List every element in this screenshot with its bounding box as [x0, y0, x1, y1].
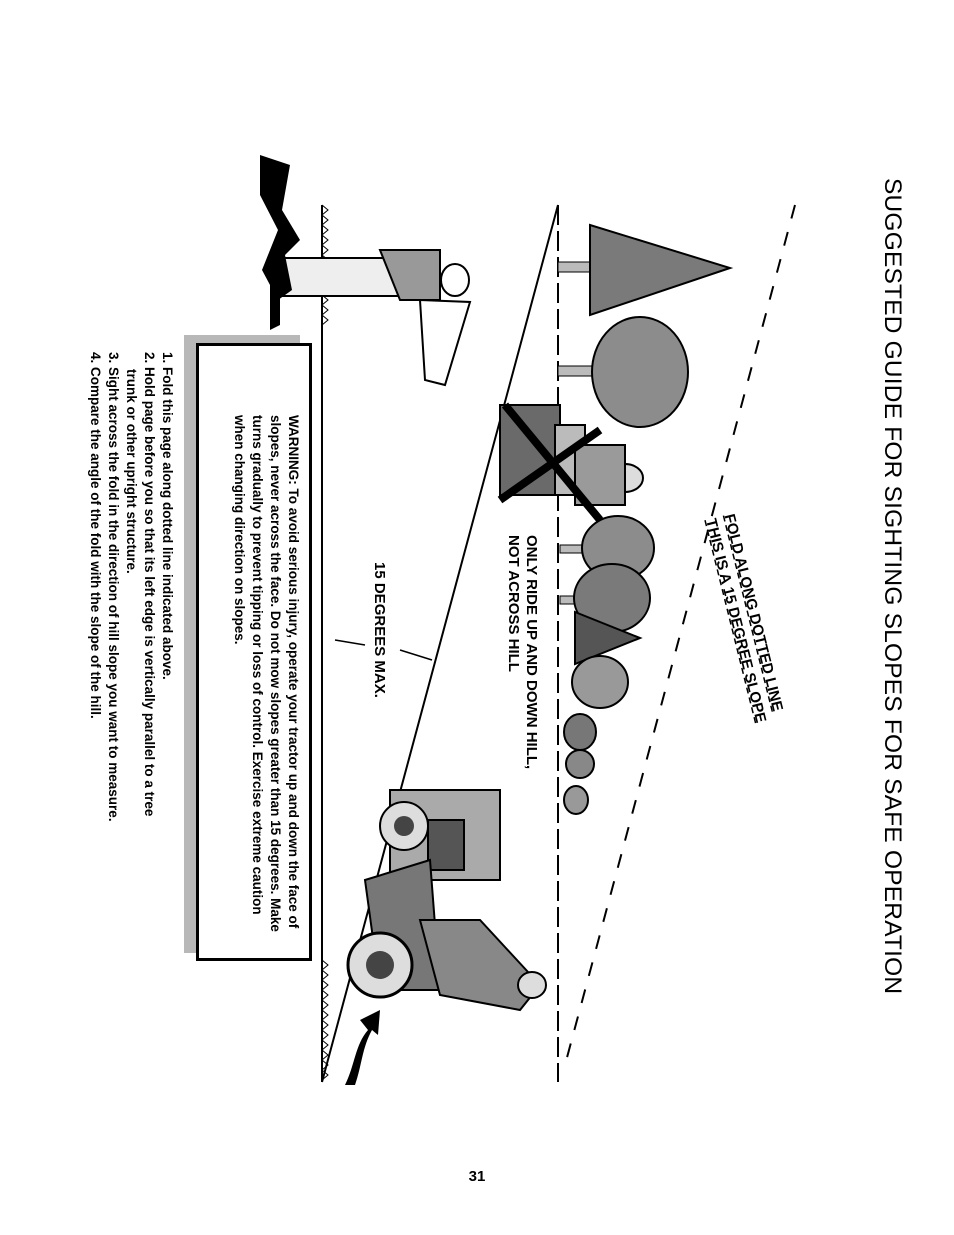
ride-label-line1: ONLY RIDE UP AND DOWN HILL, — [523, 535, 540, 770]
tree-pine-small — [574, 610, 643, 666]
page-number: 31 — [468, 1168, 486, 1185]
instruction-step-3: 3. Sight across the fold in the directio… — [106, 352, 121, 822]
instruction-step-4: 4. Compare the angle of the fold with th… — [88, 352, 103, 719]
uphill-arrow-icon — [345, 1010, 380, 1085]
instruction-list: 1. Fold this page along dotted line indi… — [86, 352, 176, 822]
ride-label-line2: NOT ACROSS HILL — [505, 535, 522, 672]
instruction-step-2: 2. Hold page before you so that its left… — [142, 352, 157, 817]
tree-pine-large — [557, 223, 734, 317]
tree-round-5 — [563, 713, 597, 815]
ride-instruction-label: ONLY RIDE UP AND DOWN HILL, NOT ACROSS H… — [504, 535, 540, 769]
tree-round-3 — [559, 563, 651, 633]
tree-round-1 — [557, 316, 689, 428]
page-title: SUGGESTED GUIDE FOR SIGHTING SLOPES FOR … — [879, 178, 906, 995]
dirt-pile — [260, 155, 300, 300]
mower-up-hill — [346, 789, 547, 1012]
warning-box — [196, 343, 312, 961]
warning-text: WARNING: To avoid serious injury, operat… — [232, 415, 301, 932]
degrees-max-label: 15 DEGREES MAX. — [371, 562, 388, 698]
tree-round-4 — [571, 655, 629, 709]
mower-across-hill-crossed — [497, 402, 644, 523]
degrees-arrow-ground — [334, 639, 366, 646]
instruction-step-1: 1. Fold this page along dotted line indi… — [160, 352, 175, 680]
hill-slope-line — [321, 204, 559, 1083]
instruction-step-2-continued: trunk or other upright structure. — [124, 369, 139, 574]
degrees-arrow-slope — [399, 649, 433, 661]
fold-dotted-line — [564, 204, 796, 1066]
